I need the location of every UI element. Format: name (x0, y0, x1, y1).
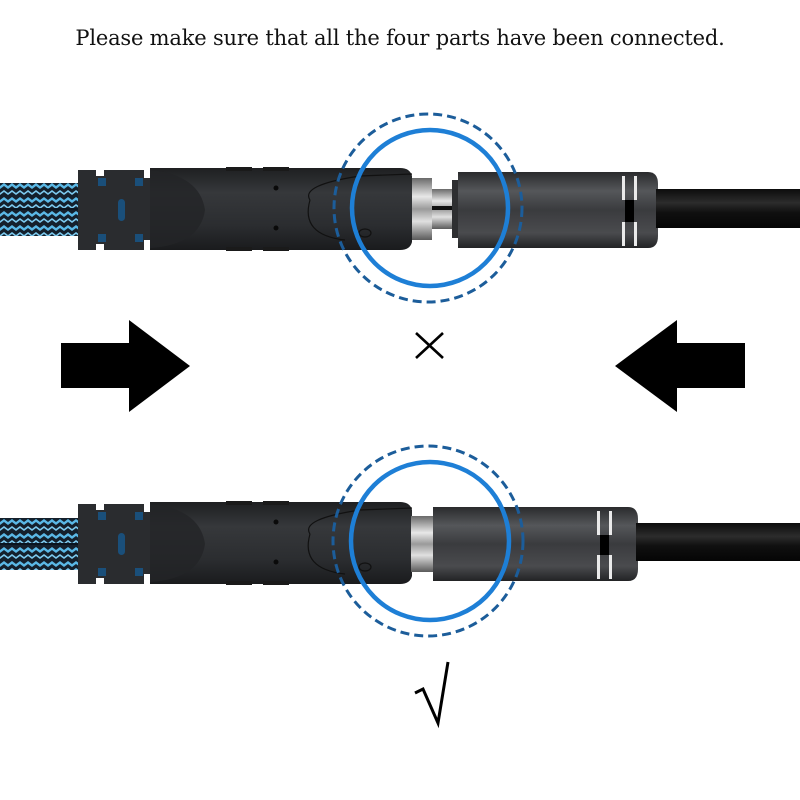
highlight-circle-dashed (331, 444, 525, 638)
cable-assembly-correct (0, 501, 800, 585)
arrow-left-icon (615, 320, 745, 412)
checkmark-icon (414, 661, 450, 729)
strain-relief (78, 504, 166, 584)
arrow-right-icon (61, 320, 190, 412)
plug-body (150, 502, 412, 584)
highlight-circle-solid (349, 127, 511, 289)
plug-body (150, 168, 412, 250)
instruction-caption: Please make sure that all the four parts… (75, 26, 725, 50)
black-cable (636, 523, 800, 561)
cross-icon (415, 332, 444, 359)
cable-assembly-incorrect (0, 167, 800, 251)
metal-plug-ring (411, 516, 433, 572)
metal-plug-ring (412, 178, 432, 240)
black-cable (656, 189, 800, 228)
female-connector (433, 507, 638, 581)
highlight-circle-solid (348, 459, 512, 623)
highlight-circle-dashed (332, 112, 524, 304)
